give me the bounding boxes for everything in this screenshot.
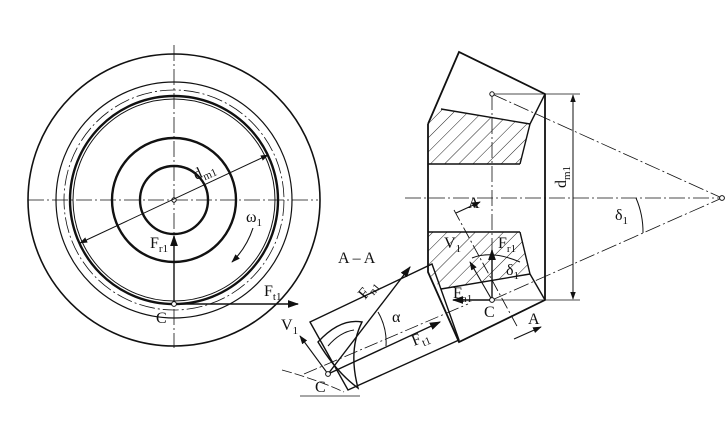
- c-front-label: C: [156, 310, 167, 327]
- tooth-profile: [317, 320, 364, 390]
- omega1-label: ω1: [246, 209, 262, 229]
- upper-mean-point: [489, 91, 495, 97]
- alpha-arc: [377, 311, 387, 347]
- delta1-mid-arc: [471, 254, 521, 263]
- upper-tooth-line: [440, 108, 531, 125]
- lower-tooth-line: [440, 273, 531, 290]
- labels: dm1 ω1 Fr1 Ft1 C A – A Fn1 α V1 Ft1 C A …: [150, 159, 628, 396]
- section-line-a-a: [453, 209, 519, 329]
- upper-pitch-cone-line: [491, 93, 723, 199]
- upper-section-hatch: [428, 109, 530, 164]
- dm1-front-label: dm1: [191, 159, 219, 186]
- fa1-label: Fa1: [453, 285, 472, 305]
- alpha-label: α: [392, 309, 401, 326]
- a-top-label: A: [468, 195, 480, 212]
- v1-velocity-side: [469, 261, 493, 301]
- outer-circle: [27, 53, 321, 347]
- pitch-circle-dashed: [63, 89, 285, 311]
- v1-side-label: V1: [444, 235, 461, 255]
- lower-tooth-flank: [529, 273, 546, 301]
- tip-circle: [55, 81, 293, 319]
- fr1-side-label: Fr1: [498, 235, 516, 255]
- section-circle-arc: [281, 369, 345, 393]
- delta1-apex-label: δ1: [615, 207, 628, 227]
- point-c-front: [171, 301, 177, 307]
- point-c-side: [489, 297, 495, 303]
- gear-outline: [427, 50, 546, 344]
- fn1-label: Fn1: [355, 276, 383, 304]
- a-bottom-label: A: [528, 311, 540, 328]
- c-side-label: C: [484, 304, 495, 321]
- delta1-apex-arc: [635, 197, 644, 234]
- section-arrow-top: [455, 201, 481, 214]
- cone-apex: [719, 195, 725, 201]
- lower-pitch-cone-line: [491, 197, 723, 301]
- fn1-vector: [327, 266, 411, 375]
- v1-velocity-section: [299, 335, 329, 375]
- front-view: [27, 45, 321, 348]
- lower-face-line: [519, 231, 531, 275]
- ft1-vector-section: [327, 321, 442, 375]
- section-title: A – A: [338, 250, 376, 267]
- rotation-arrow: [231, 227, 254, 263]
- ft1-front-label: Ft1: [264, 283, 281, 303]
- section-a-a-view: [281, 263, 469, 397]
- section-arrow-bottom: [513, 326, 542, 340]
- fr1-front-label: Fr1: [150, 235, 168, 255]
- delta1-mid-label: δ1: [506, 262, 519, 282]
- upper-face-line: [519, 123, 531, 165]
- dm1-side-label: dm1: [553, 166, 573, 188]
- tooth-profile-inner: [327, 329, 355, 347]
- upper-tooth-flank: [529, 93, 546, 125]
- lower-section-hatch: [428, 232, 530, 289]
- v1-section-label: V1: [281, 317, 298, 337]
- side-view: [405, 50, 725, 344]
- c-section-label: C: [315, 379, 326, 396]
- dm1-dimension-line: [79, 154, 269, 244]
- point-c-section: [325, 371, 331, 377]
